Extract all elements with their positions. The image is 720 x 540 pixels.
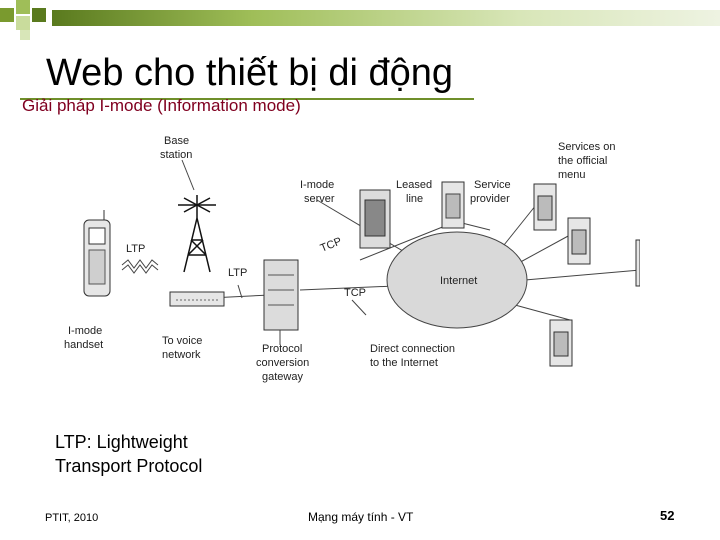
label-voice-line1: To voice xyxy=(162,335,202,347)
leased-line-server-icon xyxy=(441,181,465,229)
label-voice-line2: network xyxy=(162,349,201,361)
label-service-provider-line1: Service xyxy=(474,179,511,191)
wireless-signal xyxy=(121,259,159,274)
label-handset-line2: handset xyxy=(64,339,103,351)
protocol-gateway-server-icon xyxy=(263,259,299,331)
label-tcp-server: TCP xyxy=(319,235,344,254)
ltp-note-line2: Transport Protocol xyxy=(55,456,203,476)
label-base-station-line1: Base xyxy=(164,135,189,147)
label-imode-server-line2: server xyxy=(304,193,335,205)
provider-server-icon-3 xyxy=(635,239,640,287)
provider-server-icon-2 xyxy=(567,217,591,265)
label-ltp-gateway: LTP xyxy=(228,267,247,279)
imode-handset-icon xyxy=(83,210,111,297)
title-underline xyxy=(20,98,474,100)
label-direct-line2: to the Internet xyxy=(370,357,438,369)
label-leased-line-line1: Leased xyxy=(396,179,432,191)
label-base-station-line2: station xyxy=(160,149,192,161)
provider-server-icon-1 xyxy=(533,183,557,231)
label-arrows xyxy=(181,159,367,345)
header-gradient-bar xyxy=(52,10,720,26)
imode-network-diagram: Base station I-mode server Leased line S… xyxy=(64,135,640,383)
footer-organization: PTIT, 2010 xyxy=(45,512,99,524)
label-internet: Internet xyxy=(440,275,477,287)
label-handset-line1: I-mode xyxy=(68,325,102,337)
ltp-note-line1: LTP: Lightweight xyxy=(55,432,188,452)
label-gateway-line3: gateway xyxy=(262,371,303,383)
label-tcp-internet: TCP xyxy=(344,287,366,299)
service-provider-servers xyxy=(533,183,640,367)
voice-network-device-icon xyxy=(169,291,225,307)
label-services-official-line3: menu xyxy=(558,169,586,181)
imode-server-icon xyxy=(359,189,391,249)
label-services-official-line2: the official xyxy=(558,155,607,167)
slide-subtitle: Giải pháp I-mode (Information mode) xyxy=(22,96,301,115)
label-gateway-line1: Protocol xyxy=(262,343,302,355)
label-direct-line1: Direct connection xyxy=(370,343,455,355)
label-services-official-line1: Services on xyxy=(558,141,615,153)
footer-course-title: Mạng máy tính - VT xyxy=(308,510,414,524)
base-station-tower-icon xyxy=(178,195,216,273)
label-imode-server-line1: I-mode xyxy=(300,179,334,191)
corner-squares-decoration xyxy=(0,0,46,40)
label-service-provider-line2: provider xyxy=(470,193,510,205)
provider-server-icon-4 xyxy=(549,319,573,367)
page-number: 52 xyxy=(660,508,675,523)
internet-cloud xyxy=(386,231,528,329)
ltp-note: LTP: Lightweight Transport Protocol xyxy=(55,430,275,478)
slide-title: Web cho thiết bị di động xyxy=(46,52,454,94)
label-leased-line-line2: line xyxy=(406,193,423,205)
label-gateway-line2: conversion xyxy=(256,357,309,369)
label-ltp-handset: LTP xyxy=(126,243,145,255)
